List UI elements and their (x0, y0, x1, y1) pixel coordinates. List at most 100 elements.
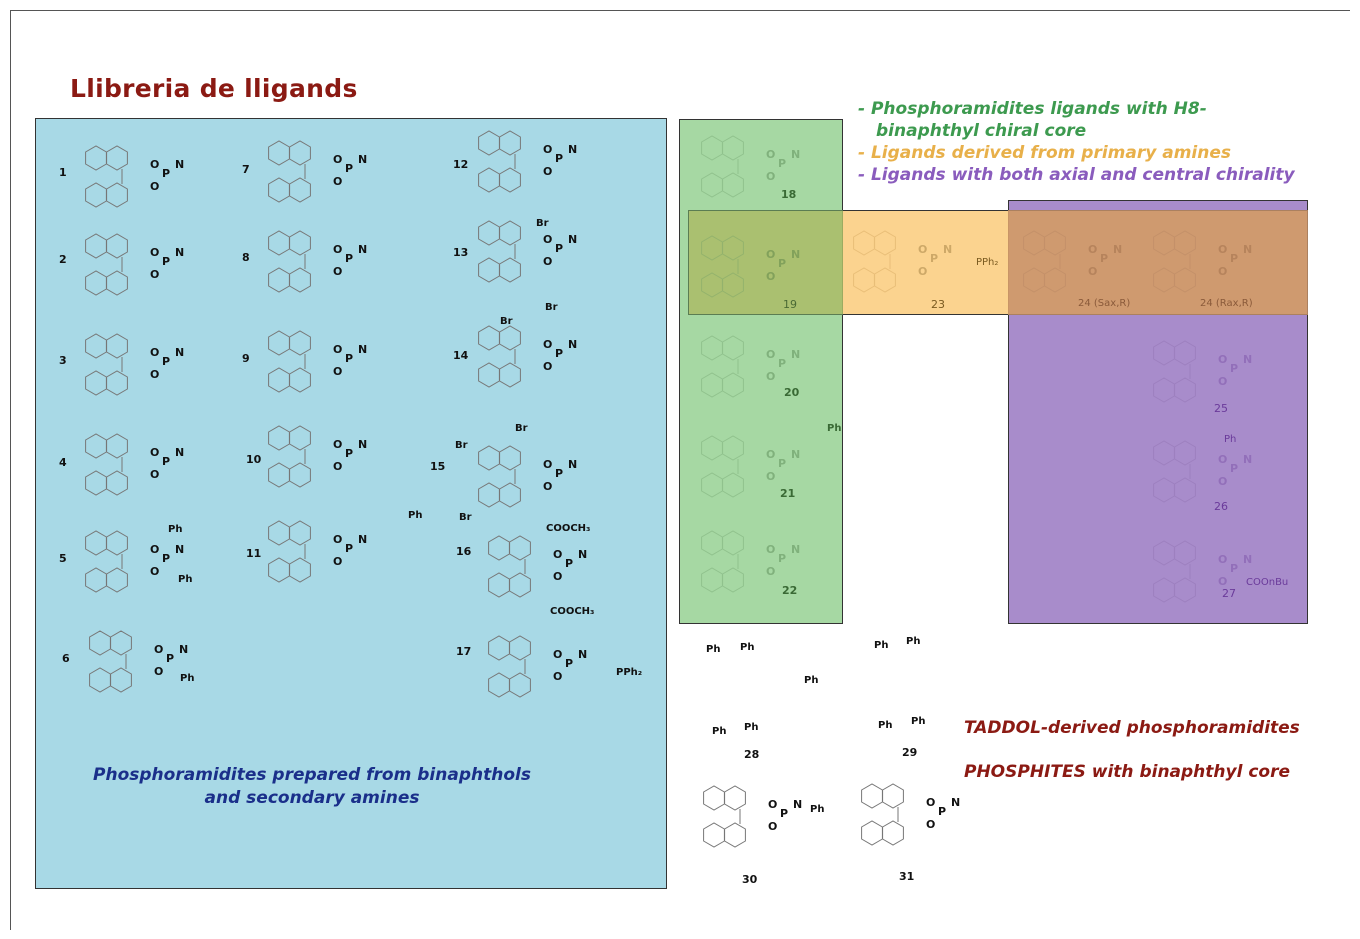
ring-shape (509, 535, 531, 561)
ring-shape (268, 140, 290, 166)
ring-shape (1153, 440, 1175, 466)
atom-symbol: P (1230, 252, 1238, 265)
compound-number: 4 (59, 456, 67, 469)
atom-symbol: P (162, 355, 170, 368)
atom-symbol: P (162, 167, 170, 180)
ring-shape (701, 135, 723, 161)
ring-shape (289, 425, 311, 451)
ring-shape (1174, 340, 1196, 366)
ring-shape (85, 182, 107, 208)
ring-shape (110, 667, 132, 693)
atom-symbol: N (578, 548, 587, 561)
taddol-label: TADDOL-derived phosphoramidites (964, 718, 1300, 738)
legend-h8: - Phosphoramidites ligands with H8- (858, 99, 1207, 119)
ring-shape (701, 335, 723, 361)
ring-shape (289, 330, 311, 356)
ring-shape (488, 572, 510, 598)
atom-label: Br (500, 316, 513, 327)
ring-shape (289, 557, 311, 583)
compound-number: 1 (59, 166, 67, 179)
ring-shape (499, 220, 521, 246)
ring-shape (1174, 230, 1196, 256)
atom-symbol: P (555, 467, 563, 480)
atom-symbol: O (150, 543, 159, 556)
atom-symbol: O (553, 648, 562, 661)
ring-shape (488, 672, 510, 698)
atom-symbol: O (553, 548, 562, 561)
ring-shape (701, 235, 723, 261)
atom-symbol: O (150, 446, 159, 459)
ring-shape (1044, 230, 1066, 256)
atom-symbol: P (780, 807, 788, 820)
atom-label: COOnBu (1246, 577, 1289, 588)
ring-shape (85, 470, 107, 496)
atom-symbol: O (333, 460, 342, 473)
ring-shape (509, 635, 531, 661)
ring-shape (268, 267, 290, 293)
atom-symbol: O (1218, 375, 1227, 388)
ring-shape (268, 462, 290, 488)
atom-symbol: N (179, 643, 188, 656)
ring-shape (268, 520, 290, 546)
ring-shape (722, 472, 744, 498)
atom-symbol: O (1218, 353, 1227, 366)
ring-shape (289, 367, 311, 393)
atom-symbol: P (345, 162, 353, 175)
atom-symbol: O (1218, 553, 1227, 566)
atom-symbol: N (358, 438, 367, 451)
atom-symbol: N (175, 543, 184, 556)
compound-number: 9 (242, 352, 250, 365)
green-orange-overlap (688, 210, 843, 315)
ring-shape (268, 330, 290, 356)
atom-symbol: N (793, 798, 802, 811)
atom-symbol: N (568, 233, 577, 246)
ring-shape (106, 370, 128, 396)
atom-symbol: O (1218, 475, 1227, 488)
compound-number: 3 (59, 354, 67, 367)
compound-number: 27 (1222, 587, 1236, 600)
purple-orange-overlap (1008, 210, 1308, 315)
atom-label: Ph (874, 640, 889, 651)
atom-symbol: P (345, 447, 353, 460)
atom-label: Ph (810, 804, 825, 815)
ring-shape (499, 257, 521, 283)
atom-symbol: P (166, 652, 174, 665)
ring-shape (722, 372, 744, 398)
ring-shape (882, 820, 904, 846)
atom-symbol: O (333, 555, 342, 568)
ring-shape (106, 270, 128, 296)
atom-symbol: O (333, 243, 342, 256)
ring-shape (703, 785, 725, 811)
atom-symbol: N (791, 448, 800, 461)
atom-label: Ph (712, 726, 727, 737)
atom-symbol: O (926, 818, 935, 831)
atom-symbol: O (333, 533, 342, 546)
atom-symbol: O (333, 153, 342, 166)
ring-shape (509, 572, 531, 598)
atom-symbol: P (162, 255, 170, 268)
atom-symbol: O (543, 338, 552, 351)
ring-shape (509, 672, 531, 698)
ring-shape (701, 530, 723, 556)
compound-number: 2 (59, 253, 67, 266)
atom-symbol: O (1218, 575, 1227, 588)
compound-number: 28 (744, 748, 760, 761)
atom-symbol: P (555, 152, 563, 165)
compound-number: 14 (453, 349, 469, 362)
atom-symbol: N (791, 148, 800, 161)
atom-symbol: P (345, 352, 353, 365)
atom-label: Ph (706, 644, 721, 655)
ring-shape (722, 335, 744, 361)
ring-shape (1153, 340, 1175, 366)
atom-symbol: P (778, 552, 786, 565)
atom-symbol: N (568, 338, 577, 351)
compound-number: 12 (453, 158, 469, 171)
